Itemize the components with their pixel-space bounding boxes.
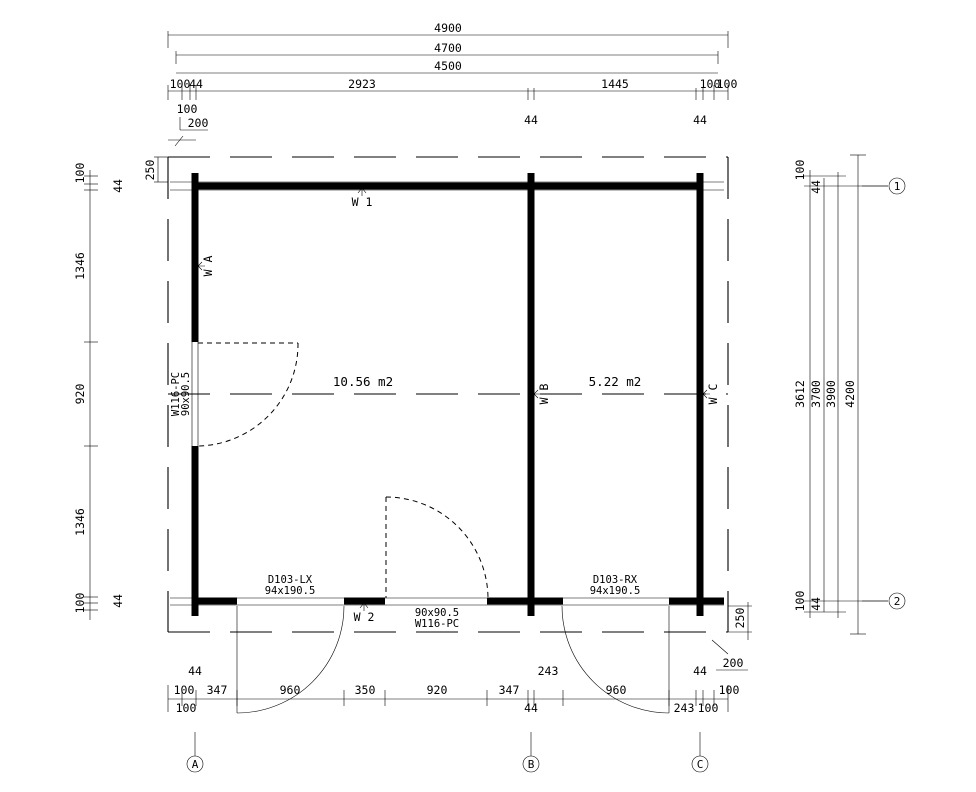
dim-bot-347-b: 347 bbox=[499, 683, 520, 697]
dim-3700: 3700 bbox=[809, 380, 823, 408]
dim-top-100-left: 100 bbox=[170, 77, 191, 91]
dim-right-250: 250 bbox=[733, 608, 747, 629]
dim-3612: 3612 bbox=[793, 380, 807, 408]
dim-bot-row2-44-mid: 44 bbox=[524, 701, 538, 715]
dim-bot-row2-100-left: 100 bbox=[176, 701, 197, 715]
roof-overhang-outline bbox=[167, 156, 729, 633]
dim-bot-100: 100 bbox=[174, 683, 195, 697]
left-dimensions: 100 44 250 1346 920 1346 100 44 bbox=[73, 156, 168, 620]
right-dimensions: 100 44 3612 3700 3900 4200 100 44 250 20… bbox=[711, 154, 888, 671]
dim-bot-920: 920 bbox=[427, 683, 448, 697]
window-left-code: W116-PC bbox=[170, 372, 182, 416]
dim-right-200: 200 bbox=[723, 656, 744, 670]
dim-left-1346-top: 1346 bbox=[73, 252, 87, 280]
door-lx-code: D103-LX bbox=[268, 574, 313, 586]
dim-left-100-top: 100 bbox=[73, 163, 87, 184]
dim-3900: 3900 bbox=[824, 380, 838, 408]
dim-top-44-right: 44 bbox=[693, 113, 707, 127]
top-dimensions: 4900 4700 4500 100 44 2923 1445 100 100 … bbox=[167, 21, 738, 147]
wall-label-wa: W A bbox=[201, 256, 215, 277]
dim-right-44-top: 44 bbox=[809, 180, 823, 194]
dim-left-920: 920 bbox=[73, 384, 87, 405]
dim-1445: 1445 bbox=[601, 77, 629, 91]
dim-top-below-200: 200 bbox=[188, 116, 209, 130]
opening-labels: W116-PC 90x90.5 90x90.5 W116-PC D103-LX … bbox=[170, 372, 640, 630]
window-bottom-code: W116-PC bbox=[415, 618, 459, 630]
wall-label-w2: W 2 bbox=[354, 610, 375, 624]
dim-bot-960-b: 960 bbox=[606, 683, 627, 697]
door-rx-code: D103-RX bbox=[593, 574, 638, 586]
dim-bot-243-top: 243 bbox=[538, 664, 559, 678]
dim-top-100-r1: 100 bbox=[700, 77, 721, 91]
dim-left-44-bot: 44 bbox=[111, 594, 125, 608]
window-bottom-size: 90x90.5 bbox=[415, 607, 459, 619]
wall-label-wb: W B bbox=[537, 384, 551, 405]
grid-bubble-a: A bbox=[192, 758, 199, 771]
wall-label-w1: W 1 bbox=[352, 195, 373, 209]
wall-label-wc: W C bbox=[706, 384, 720, 405]
grid-bubble-b: B bbox=[528, 758, 535, 771]
dim-4700: 4700 bbox=[434, 41, 462, 55]
dim-2923: 2923 bbox=[348, 77, 376, 91]
dim-top-44-left: 44 bbox=[189, 77, 203, 91]
dim-bot-350: 350 bbox=[355, 683, 376, 697]
dim-top-100-r2: 100 bbox=[717, 77, 738, 91]
dim-top-44-mid: 44 bbox=[524, 113, 538, 127]
room-area-left: 10.56 m2 bbox=[333, 374, 393, 389]
dim-bot-100-r: 100 bbox=[719, 683, 740, 697]
dim-bot-960-a: 960 bbox=[280, 683, 301, 697]
dim-bot-44-right: 44 bbox=[693, 664, 707, 678]
dim-right-44-bot: 44 bbox=[809, 597, 823, 611]
walls bbox=[170, 173, 724, 616]
dim-right-100-bot: 100 bbox=[793, 591, 807, 612]
openings bbox=[197, 342, 670, 714]
bottom-dimensions: 44 243 44 100 347 960 350 920 347 960 10… bbox=[167, 664, 740, 715]
dim-left-250: 250 bbox=[143, 160, 157, 181]
dim-4900: 4900 bbox=[434, 21, 462, 35]
dim-4500: 4500 bbox=[434, 59, 462, 73]
door-rx-size: 94x190.5 bbox=[590, 585, 641, 597]
dim-4200: 4200 bbox=[843, 380, 857, 408]
window-left-size: 90x90.5 bbox=[180, 372, 192, 416]
room-area-right: 5.22 m2 bbox=[589, 374, 642, 389]
dim-top-below-100: 100 bbox=[177, 102, 198, 116]
door-lx-size: 94x190.5 bbox=[265, 585, 316, 597]
dim-bot-row2-243: 243 bbox=[674, 701, 695, 715]
grid-bubble-c: C bbox=[697, 758, 704, 771]
dim-left-1346-bot: 1346 bbox=[73, 508, 87, 536]
grid-bubble-1: 1 bbox=[894, 180, 901, 193]
grid-bubble-2: 2 bbox=[894, 595, 901, 608]
dim-bot-row2-100-right: 100 bbox=[698, 701, 719, 715]
dim-right-100-top: 100 bbox=[793, 160, 807, 181]
dim-bot-347-a: 347 bbox=[207, 683, 228, 697]
grid-markers: 1 2 A B C bbox=[186, 177, 906, 773]
wall-labels: W 1 W 2 W A W B W C bbox=[197, 187, 720, 624]
dim-left-44-top: 44 bbox=[111, 179, 125, 193]
dim-bot-44-left: 44 bbox=[188, 664, 202, 678]
dim-left-100-bot: 100 bbox=[73, 593, 87, 614]
